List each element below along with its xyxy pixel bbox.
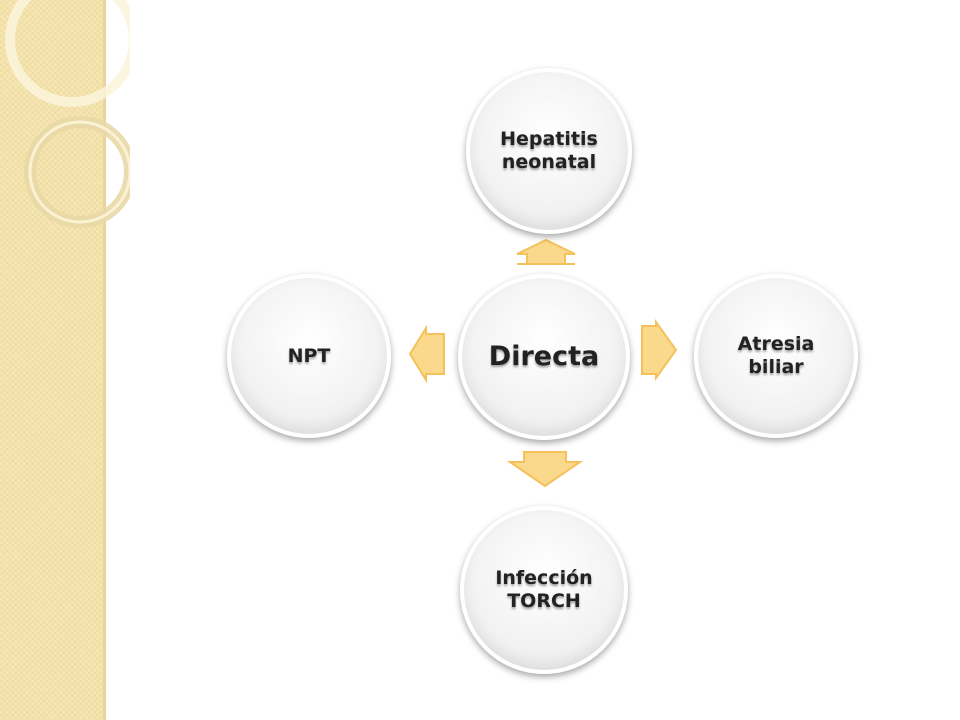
node-npt-label: NPT [287, 344, 331, 367]
node-atresia-biliar: Atresia biliar [694, 274, 858, 438]
arrow-down [506, 451, 584, 488]
side-band-edge [103, 0, 106, 720]
node-hepatitis-neonatal-label: Hepatitis neonatal [500, 128, 598, 173]
node-hepatitis-neonatal: Hepatitis neonatal [466, 68, 632, 234]
node-directa: Directa [458, 274, 630, 440]
arrow-left [408, 324, 445, 384]
node-directa-label: Directa [488, 340, 600, 372]
node-atresia-biliar-label: Atresia biliar [737, 333, 815, 378]
node-npt: NPT [227, 274, 391, 438]
node-infeccion-torch-label: Infección TORCH [495, 567, 593, 612]
decorative-rings [5, 0, 130, 228]
arrow-up [516, 238, 576, 265]
arrow-right [641, 318, 678, 382]
node-infeccion-torch: Infección TORCH [460, 506, 628, 674]
